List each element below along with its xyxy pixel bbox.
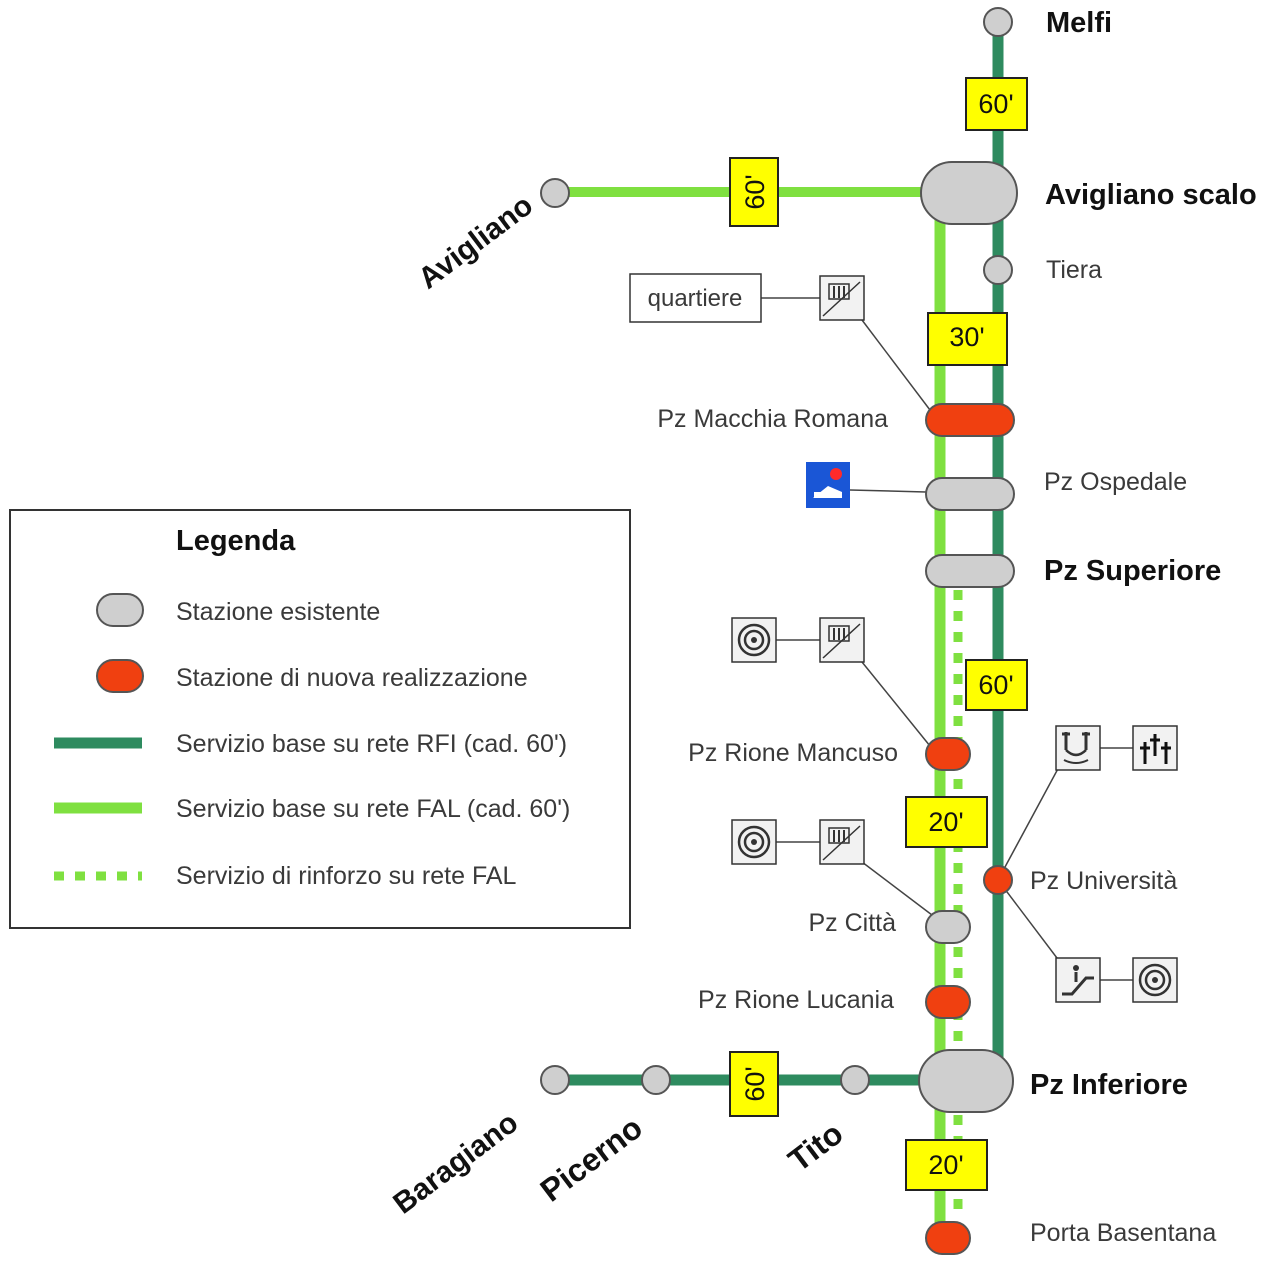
escalator-icon bbox=[1055, 957, 1101, 1003]
legend-symbol-existing bbox=[96, 593, 144, 627]
label-tito: Tito bbox=[782, 1115, 850, 1179]
poi-icons: quartiere bbox=[629, 273, 1178, 1003]
label-inferiore: Pz Inferiore bbox=[1030, 1069, 1188, 1101]
label-citta: Pz Città bbox=[808, 909, 896, 937]
label-ospedale: Pz Ospedale bbox=[1044, 468, 1187, 496]
freq-box-avigliano: 60' bbox=[729, 157, 779, 227]
label-rione-lucania: Pz Rione Lucania bbox=[698, 986, 894, 1014]
building-icon bbox=[819, 617, 865, 663]
freq-box-fal-lower: 20' bbox=[905, 1139, 988, 1191]
station-picerno[interactable] bbox=[641, 1065, 671, 1095]
cemetery-icon bbox=[1132, 725, 1178, 771]
station-rione-mancuso[interactable] bbox=[925, 737, 971, 771]
legend-label: Stazione di nuova realizzazione bbox=[176, 664, 528, 692]
legend-symbol-new bbox=[96, 659, 144, 693]
quartiere-label: quartiere bbox=[648, 285, 743, 312]
label-macchia-romana: Pz Macchia Romana bbox=[657, 405, 888, 433]
freq-label: 30' bbox=[949, 322, 984, 352]
station-superiore[interactable] bbox=[925, 554, 1015, 588]
freq-box-fal-middle: 20' bbox=[905, 796, 988, 848]
station-rione-lucania[interactable] bbox=[925, 985, 971, 1019]
freq-box-melfi: 60' bbox=[965, 77, 1028, 131]
building-icon bbox=[819, 819, 865, 865]
station-baragiano[interactable] bbox=[540, 1065, 570, 1095]
legend-label: Stazione esistente bbox=[176, 598, 380, 626]
quartiere-box: quartiere bbox=[629, 273, 762, 323]
legend-item-fal-dotted: Servizio di rinforzo su rete FAL bbox=[54, 862, 517, 890]
poi-connectors bbox=[761, 297, 1133, 981]
freq-box-tito: 60' bbox=[729, 1051, 779, 1117]
label-superiore: Pz Superiore bbox=[1044, 555, 1221, 587]
building-icon bbox=[819, 275, 865, 321]
freq-label: 60' bbox=[978, 89, 1013, 119]
legend-title: Legenda bbox=[176, 525, 296, 557]
label-baragiano: Baragiano bbox=[387, 1106, 524, 1221]
target-icon bbox=[731, 617, 777, 663]
freq-label: 20' bbox=[928, 1150, 963, 1180]
label-avigliano: Avigliano bbox=[412, 189, 539, 296]
frequency-boxes: 60' 60' 30' 60' 20' 60' 20' bbox=[729, 77, 1028, 1191]
target-icon bbox=[1132, 957, 1178, 1003]
station-macchia-romana[interactable] bbox=[925, 403, 1015, 437]
legend-item-existing-station: Stazione esistente bbox=[96, 593, 380, 627]
legend-label: Servizio base su rete FAL (cad. 60') bbox=[176, 795, 570, 823]
station-melfi[interactable] bbox=[983, 7, 1013, 37]
station-inferiore[interactable] bbox=[918, 1049, 1014, 1113]
label-picerno: Picerno bbox=[534, 1109, 649, 1208]
hospital-icon bbox=[806, 462, 850, 508]
legend-item-rfi-line: Servizio base su rete RFI (cad. 60') bbox=[54, 730, 567, 758]
legend-label: Servizio base su rete RFI (cad. 60') bbox=[176, 730, 567, 758]
target-icon bbox=[731, 819, 777, 865]
stations bbox=[540, 7, 1018, 1255]
label-tiera: Tiera bbox=[1046, 256, 1102, 284]
fountain-icon bbox=[1055, 725, 1101, 771]
legend-item-fal-line: Servizio base su rete FAL (cad. 60') bbox=[54, 795, 570, 823]
freq-label: 20' bbox=[928, 807, 963, 837]
station-citta[interactable] bbox=[925, 910, 971, 944]
freq-label: 60' bbox=[740, 174, 770, 209]
label-rione-mancuso: Pz Rione Mancuso bbox=[688, 739, 898, 767]
station-ospedale[interactable] bbox=[925, 477, 1015, 511]
station-tito[interactable] bbox=[840, 1065, 870, 1095]
label-universita: Pz Università bbox=[1030, 867, 1177, 895]
label-avigliano-scalo: Avigliano scalo bbox=[1045, 179, 1257, 211]
station-porta-basentana[interactable] bbox=[925, 1221, 971, 1255]
legend-label: Servizio di rinforzo su rete FAL bbox=[176, 862, 517, 890]
station-tiera[interactable] bbox=[983, 255, 1013, 285]
freq-box-fal-upper: 30' bbox=[927, 312, 1008, 366]
label-melfi: Melfi bbox=[1046, 7, 1112, 39]
legend: Legenda Stazione esistente Stazione di n… bbox=[9, 509, 631, 929]
station-avigliano-scalo[interactable] bbox=[920, 161, 1018, 225]
legend-item-new-station: Stazione di nuova realizzazione bbox=[96, 659, 528, 693]
freq-box-rfi-middle: 60' bbox=[965, 659, 1028, 711]
freq-label: 60' bbox=[740, 1066, 770, 1101]
station-universita[interactable] bbox=[983, 865, 1013, 895]
station-avigliano[interactable] bbox=[540, 178, 570, 208]
freq-label: 60' bbox=[978, 670, 1013, 700]
label-porta-basentana: Porta Basentana bbox=[1030, 1219, 1216, 1247]
